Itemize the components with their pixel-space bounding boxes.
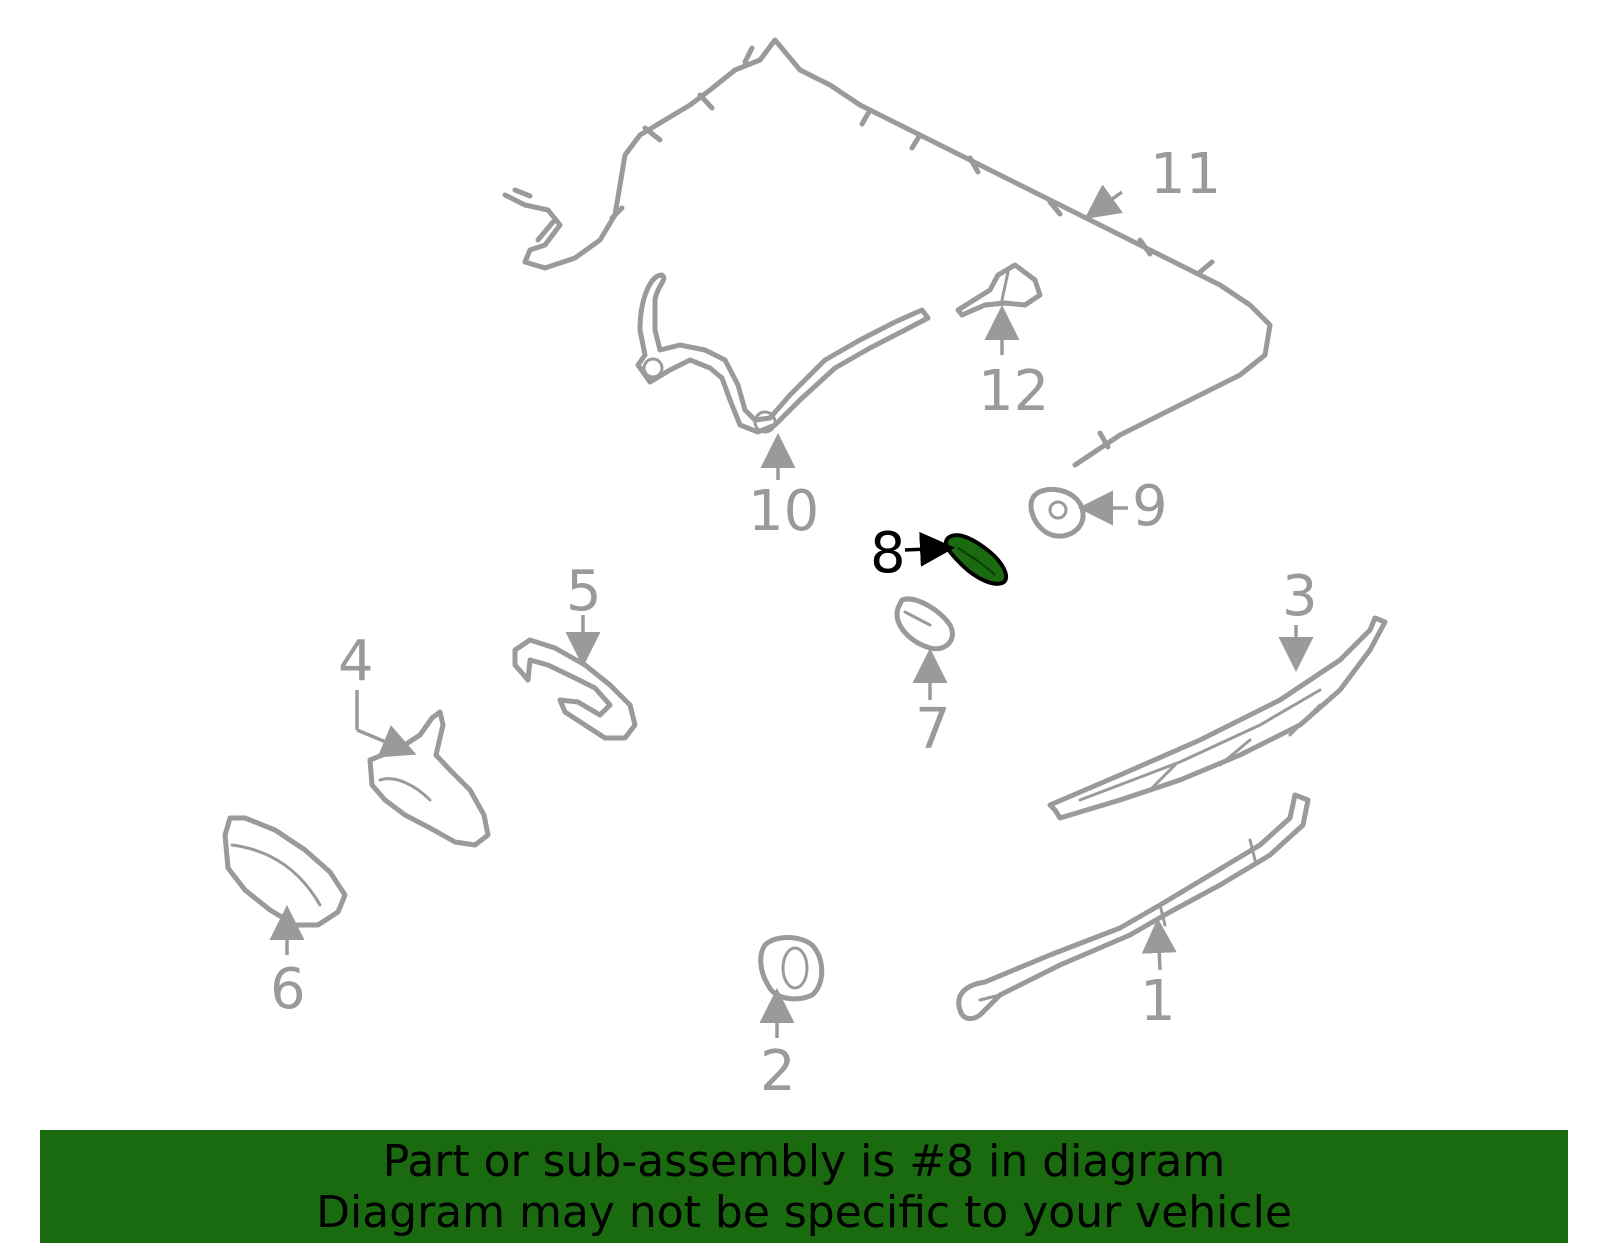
callout-6: 6 (270, 957, 306, 1022)
part-1-wiper-arm[interactable] (956, 792, 1311, 1022)
callout-4: 4 (338, 629, 374, 694)
callout-10: 10 (748, 479, 819, 544)
part-3-wiper-blade[interactable] (1047, 615, 1388, 821)
part-10-hose[interactable] (635, 272, 931, 435)
callout-3: 3 (1282, 564, 1318, 629)
part-2-bushing[interactable] (758, 935, 825, 1002)
callout-12: 12 (978, 359, 1049, 424)
callout-7: 7 (915, 697, 951, 762)
part-11-washer-hose[interactable] (502, 37, 1273, 468)
part-7-cap[interactable] (894, 596, 955, 652)
callout-5: 5 (566, 559, 602, 624)
callout-1: 1 (1140, 969, 1176, 1034)
part-8-seal-highlighted[interactable] (943, 533, 1009, 586)
callout-8: 8 (870, 521, 906, 586)
info-banner: Part or sub-assembly is #8 in diagram Di… (40, 1130, 1568, 1243)
banner-line-2: Diagram may not be specific to your vehi… (316, 1186, 1292, 1238)
banner-line-1: Part or sub-assembly is #8 in diagram (382, 1135, 1226, 1187)
callout-2: 2 (760, 1039, 796, 1104)
part-5-cover[interactable] (512, 637, 638, 741)
callout-9: 9 (1132, 474, 1168, 539)
part-6-cover[interactable] (222, 815, 348, 928)
part-4-pivot-cap[interactable] (367, 709, 491, 848)
part-9-grommet[interactable] (1028, 486, 1086, 539)
callout-11: 11 (1150, 142, 1221, 207)
part-12-nozzle[interactable] (955, 262, 1043, 318)
